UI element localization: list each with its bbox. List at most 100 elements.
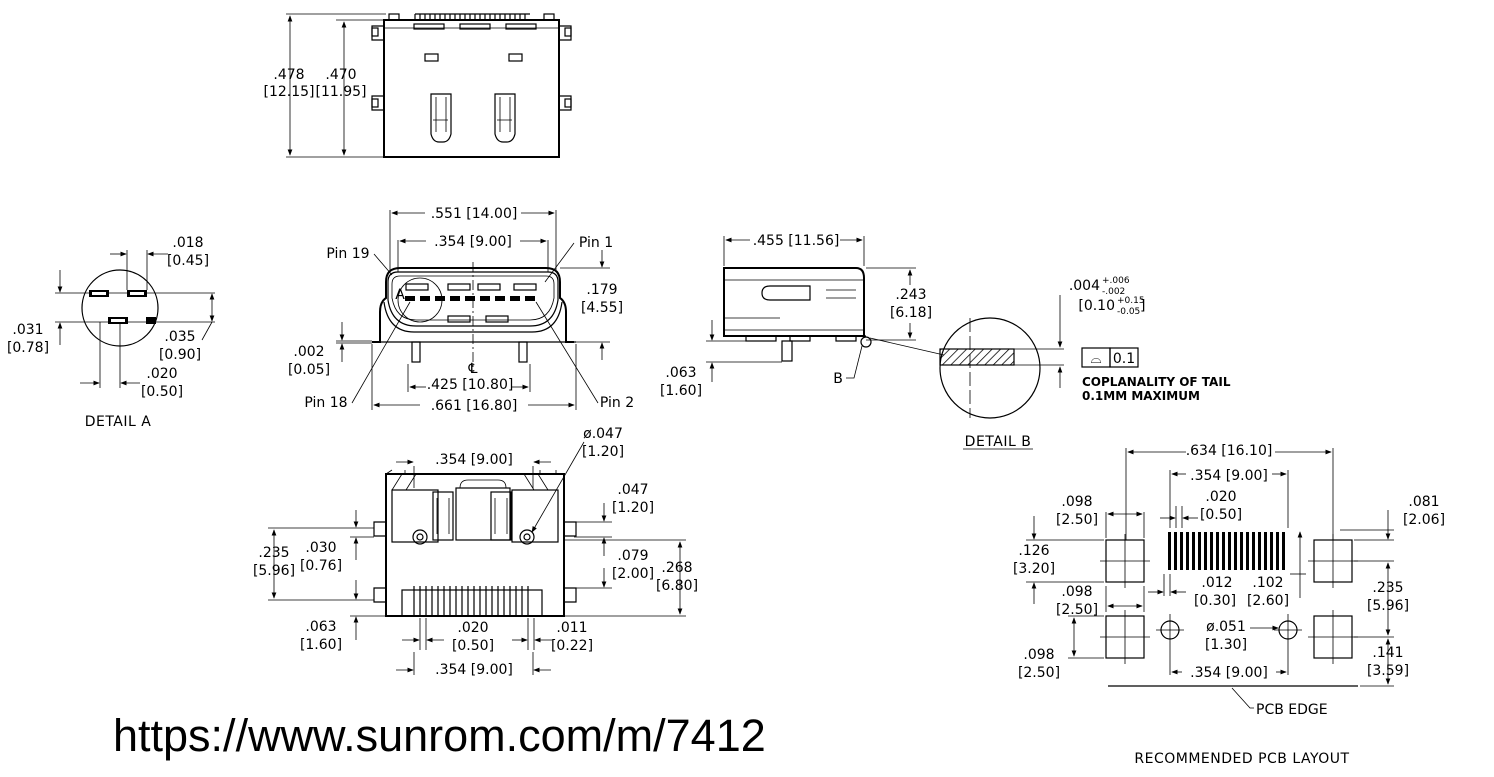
dim-bottom-354-bottom: .354 [9.00] bbox=[435, 662, 513, 678]
dim-top-470-mm: [11.95] bbox=[315, 84, 366, 100]
bottom-view-body bbox=[385, 473, 565, 617]
dim-bottom-063-mm: [1.60] bbox=[300, 637, 342, 653]
pcb-layout: .634 [16.10] .354 [9.00] .020 [0.50] bbox=[1013, 443, 1445, 767]
dim-pcb-098b-mm: [2.50] bbox=[1056, 602, 1098, 618]
dim-front-551: .551 [14.00] bbox=[431, 206, 518, 222]
dim-pcb-235: .235 bbox=[1372, 580, 1403, 596]
bottom-view-pins bbox=[413, 586, 529, 616]
dim-bottom-047: .047 bbox=[617, 482, 648, 498]
centerline-symbol: ℄ bbox=[468, 361, 478, 377]
dim-pcb-081-mm: [2.06] bbox=[1403, 512, 1445, 528]
dim-a-035-mm: [0.90] bbox=[159, 347, 201, 363]
tol-mm: [0.10 bbox=[1078, 298, 1115, 314]
latch-left bbox=[430, 93, 452, 143]
dim-pcb-634: .634 [16.10] bbox=[1186, 443, 1273, 459]
tol-value: .004 bbox=[1069, 278, 1100, 294]
coplanarity-note-2: 0.1MM MAXIMUM bbox=[1082, 389, 1200, 403]
dim-pcb-102: .102 bbox=[1252, 575, 1283, 591]
pcb-edge-label: PCB EDGE bbox=[1256, 702, 1328, 718]
top-view-body bbox=[383, 19, 560, 158]
dim-a-018-mm: [0.45] bbox=[167, 253, 209, 269]
dim-bottom-011-mm: [0.22] bbox=[551, 638, 593, 654]
tol-mm-close: ] bbox=[1140, 298, 1145, 314]
latch-right bbox=[494, 93, 516, 143]
dim-bottom-268: .268 bbox=[661, 560, 692, 576]
dim-front-425: .425 [10.80] bbox=[427, 377, 514, 393]
dim-bottom-020: .020 bbox=[457, 620, 488, 636]
dim-pcb-012-mm: [0.30] bbox=[1194, 593, 1236, 609]
fcf-value-box bbox=[1109, 347, 1139, 368]
dim-pcb-098c-mm: [2.50] bbox=[1018, 665, 1060, 681]
dim-pcb-141-mm: [3.59] bbox=[1367, 663, 1409, 679]
dim-pcb-hole-051-mm: [1.30] bbox=[1205, 637, 1247, 653]
dim-top-470: .470 bbox=[325, 67, 356, 83]
detail-a: .018 [0.45] .031 [0.78] .035 [0.90] .020… bbox=[7, 235, 215, 430]
dim-bottom-354-top: .354 [9.00] bbox=[435, 452, 513, 468]
detail-b-marker: B bbox=[833, 371, 843, 387]
dim-side-063: .063 bbox=[665, 365, 696, 381]
dim-bottom-268-mm: [6.80] bbox=[656, 578, 698, 594]
dim-bottom-079-mm: [2.00] bbox=[612, 566, 654, 582]
dim-a-018: .018 bbox=[172, 235, 203, 251]
dim-front-661: .661 [16.80] bbox=[431, 398, 518, 414]
front-view: A ℄ .551 [14.00] .354 [9.00] Pin 19 Pin … bbox=[288, 206, 634, 414]
dim-bottom-030-mm: [0.76] bbox=[300, 558, 342, 574]
dim-bottom-020-mm: [0.50] bbox=[452, 638, 494, 654]
dim-side-243: .243 bbox=[895, 287, 926, 303]
dim-pcb-020-mm: [0.50] bbox=[1200, 507, 1242, 523]
dim-pcb-020: .020 bbox=[1205, 489, 1236, 505]
detail-a-marker: A bbox=[395, 287, 405, 303]
dim-front-002: .002 bbox=[293, 344, 324, 360]
dim-pcb-098b: .098 bbox=[1061, 584, 1092, 600]
dim-a-031: .031 bbox=[12, 322, 43, 338]
dim-pcb-081: .081 bbox=[1408, 494, 1439, 510]
bottom-view: .354 [9.00] ø.047 [1.20] .047 [1.20] .07… bbox=[253, 426, 698, 678]
tol-mm-minus: -0.05 bbox=[1117, 307, 1140, 317]
dim-pcb-235-mm: [5.96] bbox=[1367, 598, 1409, 614]
pin-2-label: Pin 2 bbox=[600, 395, 634, 411]
dim-pcb-hole-051: ø.051 bbox=[1206, 619, 1246, 635]
dim-a-035: .035 bbox=[164, 329, 195, 345]
dim-top-478: .478 bbox=[273, 67, 304, 83]
dim-top-478-mm: [12.15] bbox=[263, 84, 314, 100]
dim-pcb-126-mm: [3.20] bbox=[1013, 561, 1055, 577]
top-view-pins bbox=[414, 14, 526, 20]
top-view: .478 [12.15] .470 [11.95] bbox=[263, 13, 572, 158]
coplanarity-note-1: COPLANALITY OF TAIL bbox=[1082, 375, 1231, 389]
dim-front-354: .354 [9.00] bbox=[434, 234, 512, 250]
dim-a-020: .020 bbox=[146, 366, 177, 382]
dim-pcb-098c: .098 bbox=[1023, 647, 1054, 663]
side-view-body bbox=[723, 267, 865, 337]
dim-hole-047: ø.047 bbox=[583, 426, 623, 442]
detail-b-label: DETAIL B bbox=[965, 434, 1032, 450]
dim-bottom-011: .011 bbox=[556, 620, 587, 636]
dim-bottom-030: .030 bbox=[305, 540, 336, 556]
dim-side-063-mm: [1.60] bbox=[660, 383, 702, 399]
pcb-pad-array bbox=[1168, 532, 1285, 570]
dim-bottom-079: .079 bbox=[617, 548, 648, 564]
dim-pcb-102-mm: [2.60] bbox=[1247, 593, 1289, 609]
dim-hole-047-mm: [1.20] bbox=[582, 444, 624, 460]
tol-plus: +.006 bbox=[1102, 276, 1130, 286]
dim-pcb-098a-mm: [2.50] bbox=[1056, 512, 1098, 528]
dim-side-243-mm: [6.18] bbox=[890, 305, 932, 321]
front-view-contacts bbox=[405, 296, 535, 301]
pin-18-label: Pin 18 bbox=[304, 395, 347, 411]
detail-a-label: DETAIL A bbox=[85, 414, 152, 430]
side-view: .455 [11.56] .243 [6.18] .063 [1.60] B bbox=[660, 233, 945, 399]
dim-side-455: .455 [11.56] bbox=[753, 233, 840, 249]
dim-front-179: .179 bbox=[586, 282, 617, 298]
dim-a-020-mm: [0.50] bbox=[141, 384, 183, 400]
pin-19-label: Pin 19 bbox=[326, 246, 369, 262]
tol-minus: -.002 bbox=[1102, 287, 1125, 297]
tol-mm-plus: +0.15 bbox=[1117, 296, 1145, 306]
profile-surface-icon: ⌓ bbox=[1090, 351, 1101, 367]
dim-pcb-098a: .098 bbox=[1061, 494, 1092, 510]
dim-pcb-141: .141 bbox=[1372, 645, 1403, 661]
dim-bottom-063: .063 bbox=[305, 619, 336, 635]
dim-pcb-126: .126 bbox=[1018, 543, 1049, 559]
pin-1-label: Pin 1 bbox=[579, 235, 613, 251]
fcf-value: 0.1 bbox=[1113, 351, 1135, 367]
